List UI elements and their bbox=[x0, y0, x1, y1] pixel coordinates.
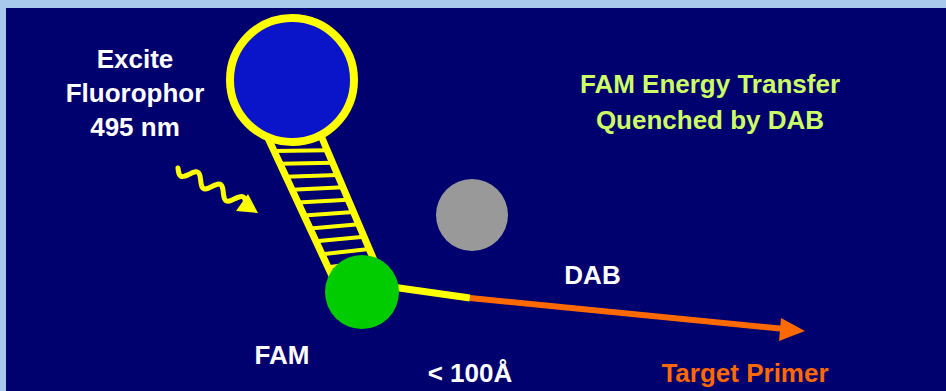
fluorophore-label: FAM bbox=[232, 339, 332, 371]
excitation-arrow-head bbox=[236, 194, 258, 213]
transfer-note: FAM Energy Transfer Quenched by DAB bbox=[540, 66, 880, 138]
stem-rung bbox=[286, 175, 338, 177]
target-label: Target Primer bbox=[620, 357, 870, 389]
fluorophore-fam bbox=[325, 255, 399, 329]
stem-rung bbox=[292, 187, 343, 189]
target-arrow-head bbox=[779, 318, 805, 341]
slide-ground bbox=[6, 8, 946, 391]
hairpin-loop bbox=[230, 18, 354, 142]
quencher-label: DAB bbox=[545, 259, 640, 291]
stem-rung bbox=[298, 200, 348, 203]
stem-rung bbox=[304, 212, 354, 216]
excitation-wave bbox=[178, 168, 246, 205]
stem-rung bbox=[322, 249, 369, 254]
quencher-dab bbox=[436, 179, 508, 251]
excitation-note: Excite Fluorophor 495 nm bbox=[50, 42, 220, 144]
target-arrow bbox=[470, 298, 785, 329]
stem-rung bbox=[280, 163, 333, 164]
stem-rung bbox=[274, 148, 327, 153]
stem-rung bbox=[316, 237, 364, 242]
distance-label: < 100Å bbox=[400, 358, 540, 388]
stem-rung bbox=[310, 224, 359, 228]
